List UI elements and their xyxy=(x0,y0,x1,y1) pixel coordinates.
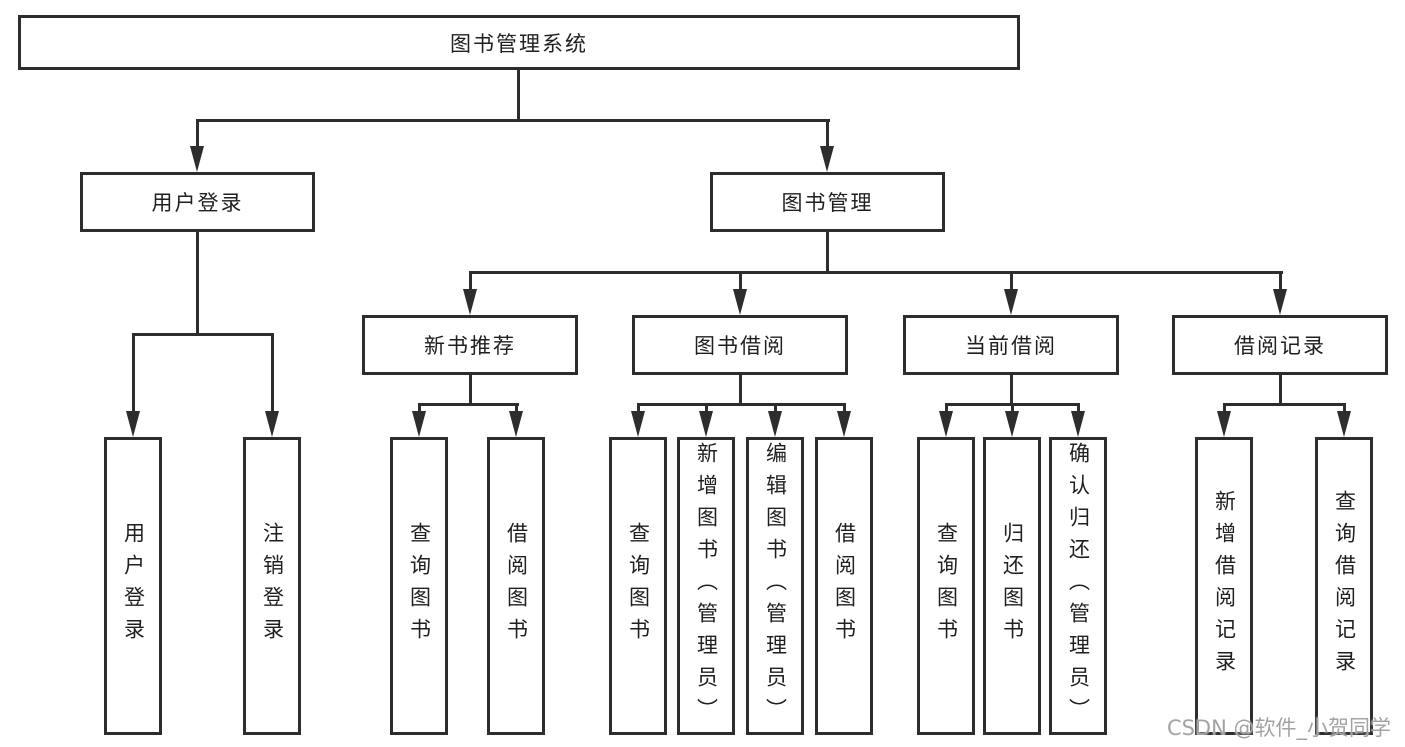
node-label: 新增借阅记录 xyxy=(1212,490,1237,682)
node-label: 图书借阅 xyxy=(694,334,786,358)
node-label: 借阅记录 xyxy=(1234,334,1326,358)
arrow-down-icon xyxy=(1071,411,1085,437)
connector-line xyxy=(1077,403,1080,415)
arrow-down-icon xyxy=(1004,289,1018,315)
connector-line xyxy=(271,333,274,413)
connector-line xyxy=(843,403,846,415)
node-borrowing-records: 借阅记录 xyxy=(1172,315,1388,375)
connector-line xyxy=(469,271,1283,274)
node-label: 借阅图书 xyxy=(832,522,857,650)
arrow-down-icon xyxy=(1337,411,1351,437)
connector-line xyxy=(705,403,708,415)
node-user-login-branch: 用户登录 xyxy=(80,172,315,232)
connector-line xyxy=(1279,375,1282,406)
arrow-down-icon xyxy=(1005,411,1019,437)
connector-line xyxy=(1010,271,1013,291)
node-label: 注销登录 xyxy=(260,522,285,650)
connector-line xyxy=(1223,403,1226,415)
node-label: 归还图书 xyxy=(1000,522,1025,650)
node-label: 确认归还（管理员） xyxy=(1066,442,1091,730)
node-user-login: 用户登录 xyxy=(104,437,162,735)
arrow-down-icon xyxy=(265,411,279,437)
node-label: 查询图书 xyxy=(626,522,651,650)
arrow-down-icon xyxy=(509,411,523,437)
node-logout: 注销登录 xyxy=(243,437,301,735)
arrow-down-icon xyxy=(699,411,713,437)
connector-line xyxy=(469,271,472,291)
connector-line xyxy=(1010,375,1013,406)
connector-line xyxy=(945,403,948,415)
connector-line xyxy=(1011,403,1014,415)
connector-line xyxy=(1223,403,1345,406)
node-label: 新书推荐 xyxy=(424,334,516,358)
node-borrow-books: 借阅图书 xyxy=(815,437,873,735)
connector-line xyxy=(1279,271,1282,291)
node-label: 用户登录 xyxy=(121,522,146,650)
node-label: 图书管理 xyxy=(781,191,874,215)
connector-line xyxy=(132,333,135,413)
arrow-down-icon xyxy=(1273,289,1287,315)
arrow-down-icon xyxy=(190,146,204,172)
arrow-down-icon xyxy=(768,411,782,437)
connector-line xyxy=(637,403,640,415)
arrow-down-icon xyxy=(126,411,140,437)
connector-line xyxy=(132,333,274,336)
node-new-book-recommend: 新书推荐 xyxy=(362,315,578,375)
connector-line xyxy=(196,119,199,149)
connector-line xyxy=(637,403,846,406)
node-library-management-system: 图书管理系统 xyxy=(18,15,1020,70)
connector-line xyxy=(196,232,199,336)
connector-line xyxy=(826,232,829,274)
node-book-management-branch: 图书管理 xyxy=(710,172,945,232)
node-label: 用户登录 xyxy=(151,191,244,215)
node-label: 新增图书（管理员） xyxy=(694,442,719,730)
node-label: 查询借阅记录 xyxy=(1332,490,1357,682)
node-label: 查询图书 xyxy=(934,522,959,650)
arrow-down-icon xyxy=(939,411,953,437)
connector-line xyxy=(739,271,742,291)
connector-line xyxy=(196,119,830,122)
connector-line xyxy=(469,375,472,406)
node-return-books: 归还图书 xyxy=(983,437,1041,735)
csdn-watermark: CSDN @软件_小贺同学 xyxy=(1166,716,1391,740)
node-label: 图书管理系统 xyxy=(450,31,588,56)
connector-line xyxy=(517,70,520,122)
node-query-books-current: 查询图书 xyxy=(917,437,975,735)
node-confirm-return-admin: 确认归还（管理员） xyxy=(1049,437,1107,735)
node-add-books-admin: 新增图书（管理员） xyxy=(677,437,735,735)
connector-line xyxy=(739,375,742,406)
node-label: 借阅图书 xyxy=(504,522,529,650)
connector-line xyxy=(774,403,777,415)
arrow-down-icon xyxy=(837,411,851,437)
node-borrow-books-recommend: 借阅图书 xyxy=(487,437,545,735)
connector-line xyxy=(1343,403,1346,415)
arrow-down-icon xyxy=(631,411,645,437)
connector-line xyxy=(826,119,829,149)
node-label: 查询图书 xyxy=(407,522,432,650)
node-current-borrowing: 当前借阅 xyxy=(903,315,1119,375)
connector-line xyxy=(418,403,421,415)
arrow-down-icon xyxy=(820,146,834,172)
arrow-down-icon xyxy=(1217,411,1231,437)
connector-line xyxy=(515,403,518,415)
node-query-borrow-record: 查询借阅记录 xyxy=(1315,437,1373,735)
arrow-down-icon xyxy=(733,289,747,315)
connector-line xyxy=(418,403,519,406)
node-book-borrowing: 图书借阅 xyxy=(632,315,848,375)
arrow-down-icon xyxy=(463,289,477,315)
arrow-down-icon xyxy=(412,411,426,437)
node-edit-books-admin: 编辑图书（管理员） xyxy=(746,437,804,735)
node-query-books-borrowing: 查询图书 xyxy=(609,437,667,735)
node-label: 编辑图书（管理员） xyxy=(763,442,788,730)
node-query-books-recommend: 查询图书 xyxy=(390,437,448,735)
node-add-borrow-record: 新增借阅记录 xyxy=(1195,437,1253,735)
node-label: 当前借阅 xyxy=(965,334,1057,358)
